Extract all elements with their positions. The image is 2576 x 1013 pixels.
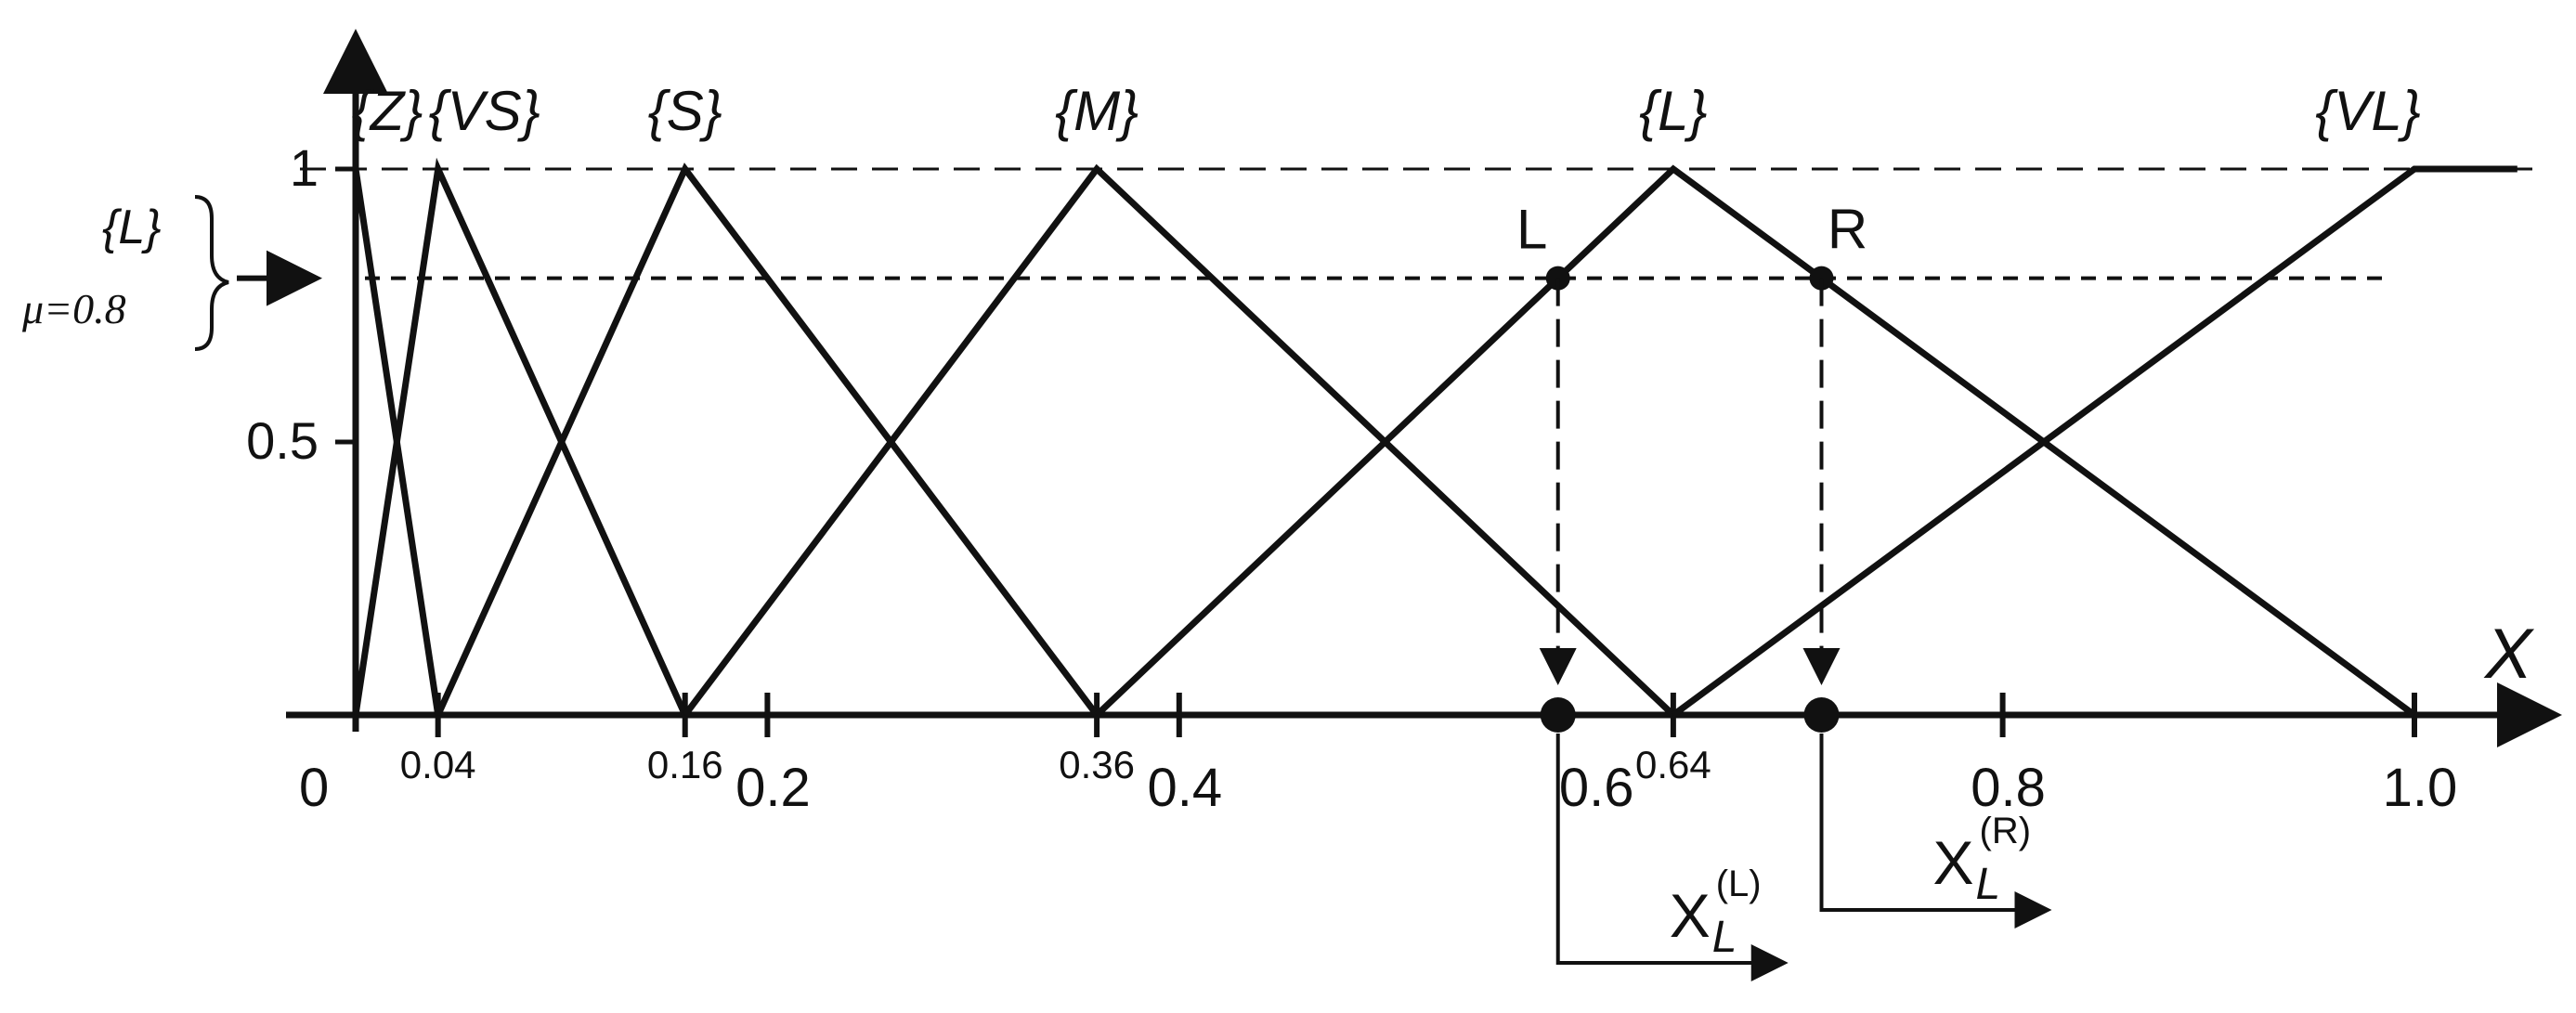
x-tick-label: 0.64 [1635, 743, 1711, 786]
series-label: {S} [648, 80, 722, 142]
series-line-s [435, 162, 1099, 718]
x-tick-label: 0.4 [1147, 758, 1222, 818]
series-label: {VS} [429, 80, 540, 142]
series-label: {Z} [352, 80, 423, 142]
cut-point-label: L [1516, 199, 1547, 261]
series-line-l [1094, 164, 2417, 718]
cut-result-subscript: L [1712, 913, 1737, 962]
x-tick-label: 0.04 [400, 743, 476, 786]
series-line-vs [352, 157, 688, 717]
series-label: {L} [1639, 80, 1707, 142]
series-line-vl [1671, 165, 2517, 718]
x-axis-label: X [2483, 615, 2535, 694]
cut-result-superscript: (R) [1980, 811, 2032, 851]
cut-level-brace [194, 195, 229, 351]
x-tick-label: 0.8 [1971, 758, 2046, 818]
y-tick-label: 0.5 [246, 411, 319, 470]
x-tick-label: 0.6 [1559, 758, 1634, 818]
cut-point-axis-marker [1803, 697, 1840, 733]
cut-level-mu-label: μ=0.8 [21, 285, 126, 332]
x-tick-label: 0.2 [735, 758, 811, 818]
series-line-m [682, 163, 1676, 718]
cut-result-arrow [1819, 734, 2052, 929]
cut-result-subscript: L [1976, 860, 2001, 909]
cut-level-annotation: {L} μ=0.8 [21, 201, 162, 332]
x-tick-label: 0.16 [647, 743, 723, 786]
cut-result-superscript: (L) [1716, 864, 1762, 904]
cut-result-symbol: X [1933, 828, 1974, 897]
cut-result-arrow [1555, 734, 1789, 981]
x-tick-label: 0.36 [1059, 743, 1135, 786]
series-label: {M} [1055, 80, 1138, 142]
cut-level-set-label: {L} [102, 201, 162, 254]
cut-point-label: R [1828, 199, 1867, 261]
origin-label: 0 [299, 758, 329, 818]
x-tick-label: 1.0 [2383, 758, 2458, 818]
y-tick-label: 1 [290, 138, 319, 197]
cut-result-symbol: X [1670, 881, 1711, 950]
cut-point-axis-marker [1540, 697, 1576, 733]
series-label: {VL} [2315, 80, 2420, 142]
